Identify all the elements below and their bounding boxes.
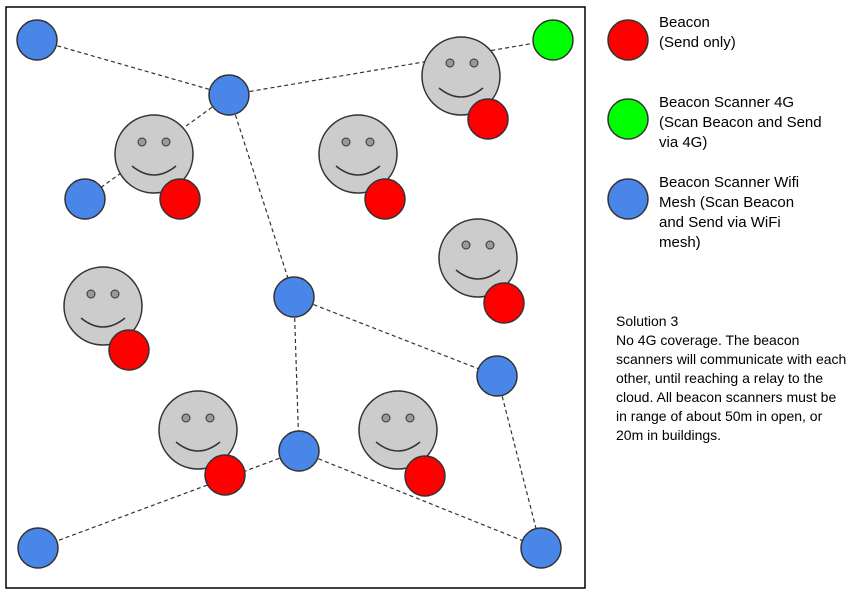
- eye-icon: [405, 413, 415, 423]
- link: [298, 450, 542, 549]
- link: [496, 375, 542, 549]
- person-with-beacon: [318, 114, 406, 220]
- smile-icon: [455, 269, 501, 280]
- link: [293, 296, 300, 452]
- beacon-icon: [108, 329, 150, 371]
- scanner-4g-node: [532, 19, 574, 61]
- legend-beacon-label: Beacon (Send only): [659, 14, 736, 51]
- eye-icon: [469, 58, 479, 68]
- smiley-icon: [158, 390, 238, 470]
- smiley-icon: [318, 114, 398, 194]
- eye-icon: [110, 289, 120, 299]
- beacon-icon: [364, 178, 406, 220]
- person-with-beacon: [358, 390, 446, 497]
- link: [84, 94, 230, 200]
- smiley-icon: [358, 390, 438, 470]
- legend-wifi-label: Beacon Scanner Wifi Mesh (Scan Beacon an…: [659, 174, 800, 251]
- wifi-scanner-node: [520, 527, 562, 569]
- wifi-scanners: [16, 19, 562, 569]
- smile-icon: [375, 441, 421, 452]
- person-with-beacon: [158, 390, 246, 496]
- smile-icon: [131, 165, 177, 176]
- smiley-icon: [63, 266, 143, 346]
- person-with-beacon: [438, 218, 525, 324]
- legend-wifi-swatch: [607, 178, 649, 220]
- beacon-icon: [467, 98, 509, 140]
- legend-4g-label: Beacon Scanner 4G (Scan Beacon and Send …: [659, 94, 822, 151]
- eye-icon: [445, 58, 455, 68]
- smile-icon: [438, 87, 484, 98]
- eye-icon: [181, 413, 191, 423]
- eye-icon: [341, 137, 351, 147]
- legend-4g-swatch: [607, 98, 649, 140]
- link: [293, 296, 498, 377]
- mesh-links: [36, 39, 554, 549]
- eye-icon: [365, 137, 375, 147]
- eye-icon: [205, 413, 215, 423]
- link: [37, 450, 300, 549]
- eye-icon: [161, 137, 171, 147]
- beacon-icon: [204, 454, 246, 496]
- link: [228, 94, 295, 298]
- wifi-scanner-node: [208, 74, 250, 116]
- wifi-scanner-node: [16, 19, 58, 61]
- beacon-icon: [404, 455, 446, 497]
- person-with-beacon: [114, 114, 201, 220]
- person-with-beacon: [63, 266, 150, 371]
- smiley-icon: [438, 218, 518, 298]
- smile-icon: [175, 441, 221, 452]
- wifi-scanner-node: [64, 178, 106, 220]
- solution-description: No 4G coverage. The beacon scanners will…: [616, 332, 847, 443]
- solution-note: Solution 3 No 4G coverage. The beacon sc…: [616, 312, 848, 445]
- link: [228, 39, 554, 96]
- eye-icon: [461, 240, 471, 250]
- beacon-icon: [483, 282, 525, 324]
- eye-icon: [485, 240, 495, 250]
- solution-title: Solution 3: [616, 313, 679, 329]
- legend-beacon-swatch: [607, 19, 649, 61]
- link: [36, 39, 230, 96]
- smile-icon: [80, 317, 126, 328]
- wifi-scanner-node: [278, 430, 320, 472]
- wifi-scanner-node: [17, 527, 59, 569]
- smiley-icon: [421, 36, 501, 116]
- eye-icon: [137, 137, 147, 147]
- wifi-scanner-node: [476, 355, 518, 397]
- eye-icon: [381, 413, 391, 423]
- smile-icon: [335, 165, 381, 176]
- smiley-icon: [114, 114, 194, 194]
- eye-icon: [86, 289, 96, 299]
- person-with-beacon: [421, 36, 509, 140]
- beacon-icon: [159, 178, 201, 220]
- wifi-scanner-node: [273, 276, 315, 318]
